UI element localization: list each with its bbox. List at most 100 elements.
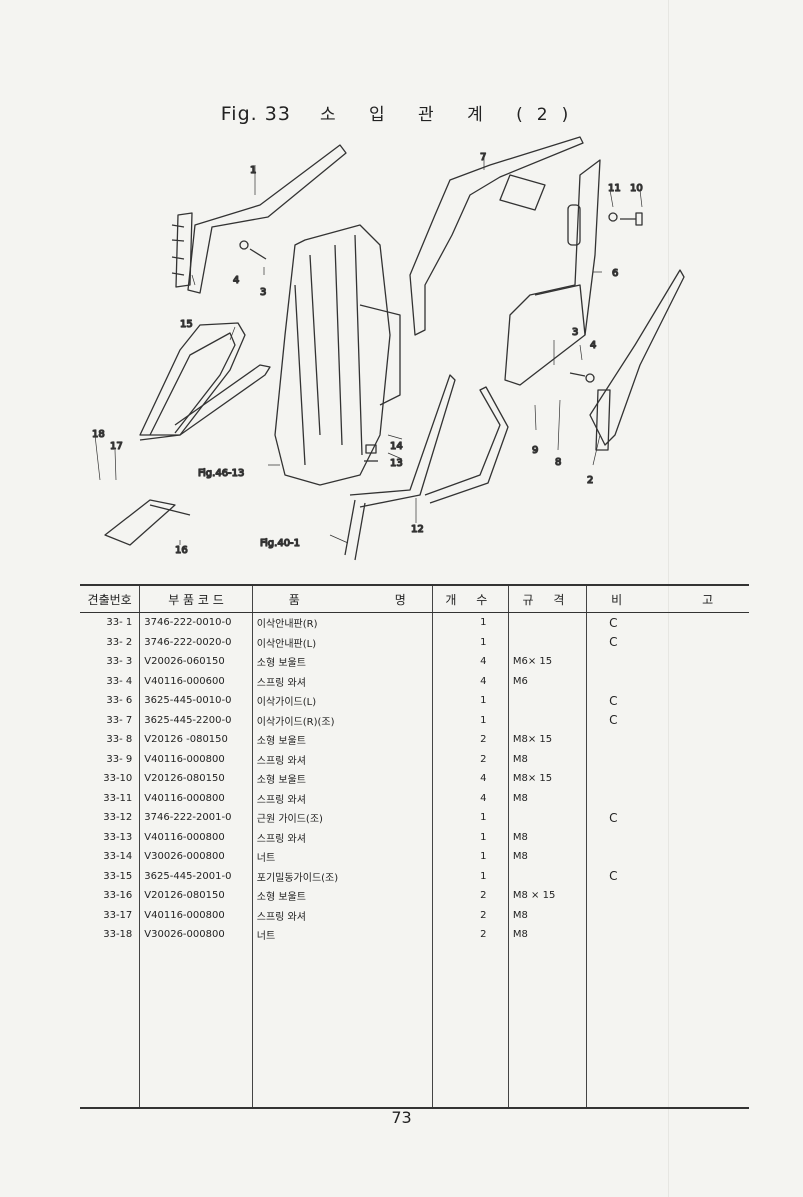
cell-ref-number: 33- 1 — [80, 612, 141, 633]
part-15-frame — [139, 322, 246, 436]
cell-ref-number: 33-16 — [80, 886, 141, 906]
cell-quantity: 2 — [432, 925, 509, 945]
cell-part-code: V40116-000800 — [139, 788, 253, 808]
cell-spec — [508, 691, 588, 711]
cell-spec: M8 × 15 — [508, 886, 588, 906]
cell-remarks — [587, 847, 749, 867]
cell-quantity: 1 — [432, 691, 509, 711]
cell-remarks: C — [609, 615, 618, 630]
cell-quantity: 2 — [432, 730, 509, 750]
cell-part-name: 스프링 와셔 — [252, 827, 433, 847]
part-16-base — [104, 499, 176, 546]
callout-13: 13 — [390, 458, 403, 469]
cell-remarks — [587, 906, 749, 926]
cell-ref-number: 33- 3 — [80, 652, 141, 672]
cell-part-name: 소형 보울트 — [252, 730, 433, 750]
cell-part-code: V30026-000800 — [139, 847, 253, 867]
col-quantity: 개 수 — [432, 584, 509, 613]
cell-remarks — [587, 925, 749, 945]
cell-part-code: V40116-000800 — [139, 749, 253, 769]
callout-8: 8 — [555, 457, 561, 468]
cell-part-code: 3625-445-2200-0 — [139, 710, 253, 730]
cell-ref-number: 33-17 — [80, 905, 141, 925]
cell-part-name: 포기밀동가이드(조) — [252, 866, 433, 886]
empty-cell — [80, 944, 141, 1109]
cell-remarks — [587, 672, 749, 692]
callout-7: 7 — [480, 152, 486, 163]
cell-quantity: 4 — [432, 769, 509, 789]
callout-6: 6 — [612, 268, 618, 279]
cell-part-name: 소형 보울트 — [252, 886, 433, 906]
cell-spec: M6 — [508, 671, 588, 691]
cell-spec — [508, 866, 588, 886]
cell-ref-number: 33- 6 — [80, 691, 141, 711]
cell-ref-number: 33-12 — [80, 808, 141, 828]
cell-part-code: 3746-222-0020-0 — [139, 632, 253, 652]
cell-ref-number: 33-10 — [80, 769, 141, 789]
cell-quantity: 4 — [432, 671, 509, 691]
cell-spec: M8 — [508, 788, 588, 808]
cell-quantity: 4 — [432, 652, 509, 672]
cell-ref-number: 33-18 — [80, 925, 141, 945]
part-7-guide — [409, 136, 584, 336]
cell-part-code: 3746-222-0010-0 — [139, 612, 253, 633]
cell-part-name: 이삭가이드(R)(조) — [252, 710, 433, 730]
cell-quantity: 4 — [432, 788, 509, 808]
cell-part-code: V20026-060150 — [139, 652, 253, 672]
figure-title-korean: 소 입 관 계 (2) — [319, 105, 583, 125]
cell-spec: M6× 15 — [508, 652, 588, 672]
cell-spec — [508, 710, 588, 730]
cell-part-name: 근원 가이드(조) — [252, 808, 433, 828]
part-2-plate — [589, 269, 685, 446]
callout-2: 2 — [587, 475, 593, 486]
cell-spec: M8 — [508, 925, 588, 945]
cell-part-code: V20126-080150 — [139, 769, 253, 789]
ref-fig-40-1: Fig.40-1 — [260, 538, 300, 549]
cell-remarks: C — [609, 810, 618, 825]
cell-ref-number: 33-15 — [80, 866, 141, 886]
figure-title: Fig. 33 소 입 관 계 (2) — [0, 100, 803, 125]
col-spec: 규 격 — [508, 584, 588, 613]
callout-9: 9 — [532, 445, 538, 456]
cell-remarks: C — [609, 635, 618, 650]
cell-spec: M8 — [508, 827, 588, 847]
cell-spec: M8× 15 — [508, 769, 588, 789]
cell-quantity: 2 — [432, 905, 509, 925]
exploded-parts-diagram: 1 2 3 4 3 4 6 7 8 9 10 11 12 13 14 15 16… — [80, 135, 740, 575]
cell-remarks — [587, 828, 749, 848]
cell-part-code: V20126 -080150 — [139, 730, 253, 750]
callout-10: 10 — [630, 183, 643, 194]
cell-part-name: 스프링 와셔 — [252, 905, 433, 925]
cell-spec: M8× 15 — [508, 730, 588, 750]
empty-cell — [252, 944, 433, 1109]
cell-part-name: 스프링 와셔 — [252, 671, 433, 691]
part-12-rod — [349, 374, 456, 508]
cell-part-code: V40116-000800 — [139, 905, 253, 925]
callout-11: 11 — [608, 183, 621, 194]
cell-ref-number: 33-14 — [80, 847, 141, 867]
empty-cell — [432, 944, 509, 1109]
cell-quantity: 1 — [432, 710, 509, 730]
callout-16: 16 — [175, 545, 188, 556]
cell-quantity: 1 — [432, 866, 509, 886]
cell-ref-number: 33- 9 — [80, 749, 141, 769]
cell-ref-number: 33- 2 — [80, 632, 141, 652]
empty-cell — [508, 944, 588, 1109]
cell-part-name: 소형 보울트 — [252, 769, 433, 789]
empty-cell — [586, 944, 749, 1109]
cell-remarks — [587, 730, 749, 750]
cell-remarks: C — [609, 693, 618, 708]
